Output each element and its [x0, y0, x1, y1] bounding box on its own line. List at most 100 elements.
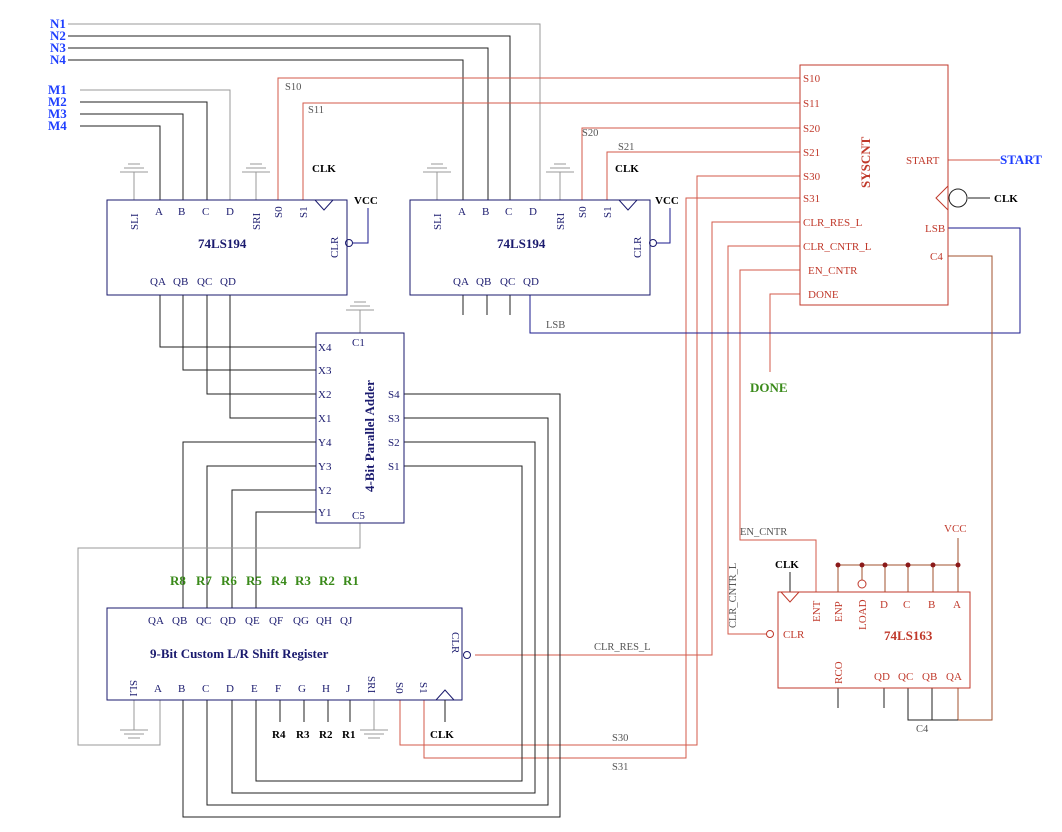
sys-pin-done: DONE	[808, 289, 839, 301]
sys-pin-s20: S20	[803, 123, 821, 135]
counter-pin-ent: ENT	[811, 600, 823, 622]
start-input-label: START	[1000, 152, 1042, 167]
adder-title: 4-Bit Parallel Adder	[362, 380, 377, 492]
adder-c1: C1	[352, 337, 365, 349]
shift-in-d: D	[226, 683, 234, 695]
r2-bottom-label: R2	[319, 729, 333, 741]
reg2-pin-clr: CLR	[632, 236, 644, 258]
shift-out-qd: QD	[220, 615, 236, 627]
m1-label: M1	[48, 82, 67, 97]
reg1-pin-c: C	[202, 206, 209, 218]
net-en-cntr: EN_CNTR	[740, 527, 787, 538]
n2-label: N2	[50, 28, 66, 43]
net-s20: S20	[582, 128, 598, 139]
adder-y2: Y2	[318, 485, 331, 497]
net-s31: S31	[612, 762, 628, 773]
adder-y3: Y3	[318, 461, 332, 473]
net-lsb: LSB	[546, 320, 565, 331]
shift-in-sli: SLI	[127, 680, 139, 697]
adder-x4: X4	[318, 342, 332, 354]
r3-label: R3	[295, 573, 311, 588]
r6-label: R6	[221, 573, 237, 588]
counter-vcc-label: VCC	[944, 523, 967, 535]
shift-out-qe: QE	[245, 615, 260, 627]
adder-x2: X2	[318, 389, 331, 401]
shift-in-sri: SRI	[365, 676, 377, 693]
n1-label: N1	[50, 16, 66, 31]
shift-out-qh: QH	[316, 615, 332, 627]
counter-pin-enp: ENP	[833, 601, 845, 622]
reg2-pin-a: A	[458, 206, 466, 218]
counter-pin-a: A	[953, 599, 961, 611]
reg2-pin-d: D	[529, 206, 537, 218]
adder-c5: C5	[352, 510, 365, 522]
ground-symbols	[120, 163, 574, 739]
shift-in-f: F	[275, 683, 281, 695]
sys-pin-clr-cntr-l: CLR_CNTR_L	[803, 241, 872, 253]
reg2-vcc-label: VCC	[655, 195, 679, 207]
m-bus-wires	[80, 89, 231, 200]
sys-pin-c4: C4	[930, 251, 943, 263]
done-output-label: DONE	[750, 380, 788, 395]
shift-pin-clr: CLR	[449, 632, 461, 654]
reg1-out-qd: QD	[220, 276, 236, 288]
n3-label: N3	[50, 40, 66, 55]
adder-s2: S2	[388, 437, 400, 449]
reg1-out-qc: QC	[197, 276, 212, 288]
select-wires	[277, 77, 800, 759]
shift-out-qj: QJ	[340, 615, 353, 627]
net-c4: C4	[916, 724, 929, 735]
net-labels: S10 S11 S20 S21 LSB EN_CNTR CLR_CNTR_L C…	[285, 82, 929, 773]
shift-in-s1: S1	[417, 682, 429, 694]
sys-pin-s10: S10	[803, 73, 821, 85]
adder-y1: Y1	[318, 507, 331, 519]
net-s10: S10	[285, 82, 301, 93]
r7-label: R7	[196, 573, 212, 588]
reg2-pin-s1: S1	[602, 206, 614, 218]
net-s11: S11	[308, 105, 324, 116]
shift-clk-label: CLK	[430, 729, 454, 741]
counter-74ls163: CLK CLR ENT ENP LOAD D C B A 74LS163 VCC…	[766, 523, 971, 689]
adder-to-shift-wires	[182, 393, 561, 818]
adder-y4: Y4	[318, 437, 332, 449]
m4-label: M4	[48, 118, 67, 133]
counter-pin-c: C	[903, 599, 910, 611]
shift-r-top-labels: R8 R7 R6 R5 R4 R3 R2 R1	[170, 573, 359, 588]
reg1-to-adder-wires	[159, 295, 316, 419]
adder-s1: S1	[388, 461, 400, 473]
r5-label: R5	[246, 573, 262, 588]
shift-in-e: E	[251, 683, 258, 695]
adder-s4: S4	[388, 389, 400, 401]
reg2-pin-sri: SRI	[555, 213, 567, 230]
sys-title: SYSCNT	[858, 136, 873, 188]
reg2-clk-label: CLK	[615, 163, 639, 175]
shift-title: 9-Bit Custom L/R Shift Register	[150, 646, 329, 661]
reg1-pin-sri: SRI	[251, 213, 263, 230]
counter-out-qd: QD	[874, 671, 890, 683]
shift-in-s0: S0	[393, 682, 405, 694]
sys-pin-s11: S11	[803, 98, 820, 110]
reg1-pin-s0: S0	[273, 206, 285, 218]
sys-pin-s30: S30	[803, 171, 821, 183]
adder-x3: X3	[318, 365, 332, 377]
control-wires	[475, 221, 817, 656]
r4-bottom-label: R4	[272, 729, 286, 741]
n-input-labels: N1 N2 N3 N4	[50, 16, 66, 67]
counter-pin-b: B	[928, 599, 935, 611]
net-s30: S30	[612, 733, 628, 744]
register1-74ls194: SLI A B C D SRI S0 S1 CLK VCC CLR 74LS19…	[106, 163, 378, 296]
r1-label: R1	[343, 573, 359, 588]
r3-bottom-label: R3	[296, 729, 310, 741]
counter-pin-load: LOAD	[857, 599, 869, 630]
r4-label: R4	[271, 573, 287, 588]
adder-s3: S3	[388, 413, 400, 425]
sys-pin-clr-res-l: CLR_RES_L	[803, 217, 863, 229]
net-s21: S21	[618, 142, 634, 153]
reg2-out-qa: QA	[453, 276, 469, 288]
reg1-pin-s1: S1	[298, 206, 310, 218]
reg1-pin-clr: CLR	[329, 236, 341, 258]
shift-in-g: G	[298, 683, 306, 695]
counter-title: 74LS163	[884, 628, 933, 643]
reg2-out-qc: QC	[500, 276, 515, 288]
